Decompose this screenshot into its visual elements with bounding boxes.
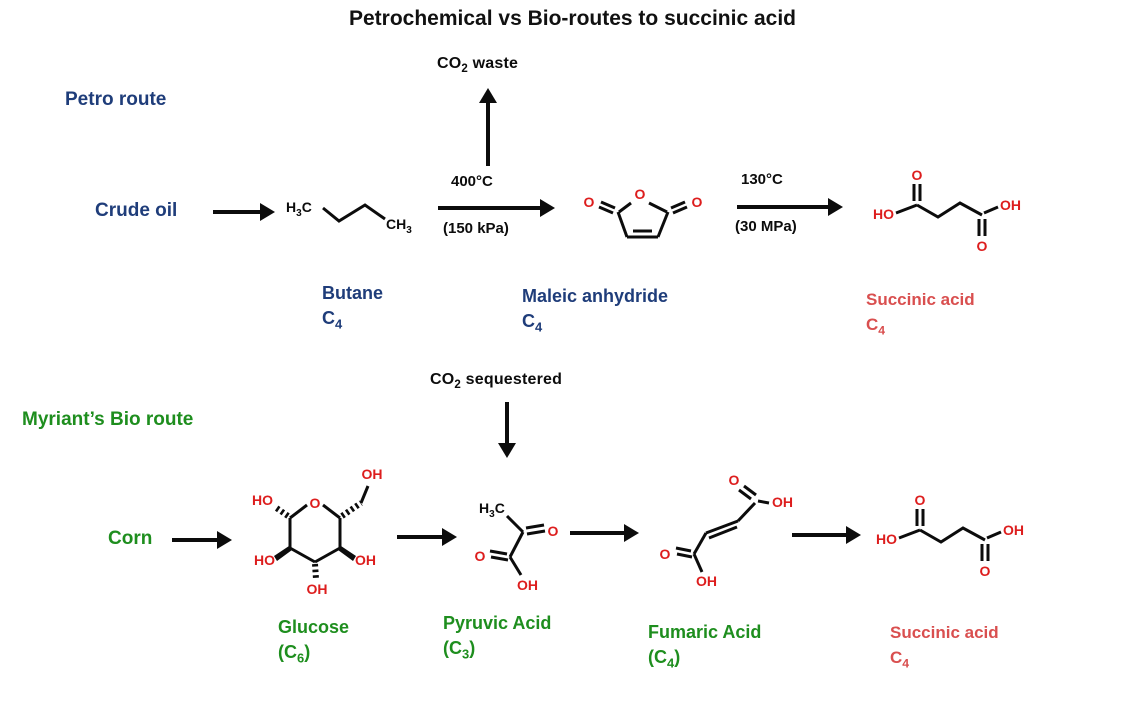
- bonds: [598, 200, 688, 239]
- atom-label-ring-o: O: [310, 495, 321, 511]
- atom-label-oh-bottom: OH: [696, 573, 717, 587]
- atom-label-h3c: H3C: [286, 199, 312, 219]
- atom-label-o-left: O: [660, 546, 671, 562]
- atom-label-oh: OH: [1003, 522, 1024, 538]
- atom-label-ring-o: O: [635, 186, 646, 202]
- step1-temperature: 400°C: [451, 173, 493, 190]
- butane-structure: H3C CH3: [286, 199, 412, 236]
- crude-oil-label: Crude oil: [95, 200, 178, 221]
- pyruvic-acid-label: Pyruvic Acid (C3): [443, 611, 551, 667]
- compound-name: Succinic acid: [866, 290, 975, 309]
- fumaric-acid-label: Fumaric Acid (C4): [648, 620, 761, 676]
- compound-name: Butane: [322, 283, 384, 303]
- step1-arrow: [438, 206, 541, 210]
- bio-route-label: Myriant’s Bio route: [22, 409, 194, 430]
- petro-route-label: Petro route: [65, 89, 167, 110]
- co2-sequestered-label: CO2 sequestered: [430, 371, 563, 392]
- compound-formula: (C4): [648, 647, 681, 671]
- atom-label-o-right: O: [692, 194, 703, 210]
- fumaric-acid-structure: O OH O OH: [660, 472, 793, 587]
- bonds: [322, 203, 386, 223]
- compound-name: Succinic acid: [890, 623, 999, 642]
- atom-label-ho: HO: [876, 531, 897, 547]
- succinic-acid-structure-bio: HO O O OH: [876, 492, 1024, 579]
- atom-label-oh: OH: [1000, 197, 1021, 213]
- atom-label-o-right: O: [548, 523, 559, 539]
- succinic-acid-label-petro: Succinic acid C4: [866, 287, 975, 343]
- bonds: [895, 184, 999, 236]
- atom-label-ch3: CH3: [386, 216, 412, 236]
- atom-label-o-left: O: [475, 548, 486, 564]
- bonds: [273, 485, 370, 580]
- bonds: [489, 514, 546, 576]
- corn-arrow: [172, 538, 218, 542]
- fumaric-to-succinic-arrow: [792, 533, 847, 537]
- atom-label-oh-right: OH: [772, 494, 793, 510]
- compound-name: Maleic anhydride: [522, 286, 669, 306]
- co2-waste-label: CO2 waste: [437, 55, 519, 76]
- compound-name: Glucose: [278, 617, 350, 637]
- compound-name: Fumaric Acid: [648, 622, 762, 642]
- glucose-structure: O HO OH HO OH OH: [252, 466, 383, 597]
- atom-label-h3c: H3C: [479, 500, 505, 520]
- atom-label-o-bottom: O: [980, 563, 991, 579]
- atom-label-ho: HO: [873, 206, 894, 222]
- compound-formula: (C6): [278, 642, 311, 666]
- atom-label-oh-right: OH: [355, 552, 376, 568]
- compound-formula: (C3): [443, 638, 476, 662]
- compound-formula: C4: [322, 308, 343, 332]
- page-title: Petrochemical vs Bio-routes to succinic …: [349, 7, 796, 30]
- corn-label: Corn: [108, 528, 153, 549]
- compound-name: Pyruvic Acid: [443, 613, 552, 633]
- bonds: [898, 509, 1002, 561]
- bonds: [675, 484, 770, 573]
- compound-formula: C4: [890, 648, 910, 671]
- atom-label-o-top: O: [912, 167, 923, 183]
- co2-sequestered-arrow: [505, 402, 509, 444]
- succinic-acid-label-bio: Succinic acid C4: [890, 620, 999, 676]
- atom-label-ho-topleft: HO: [252, 492, 273, 508]
- atom-label-oh: OH: [517, 577, 538, 593]
- atom-label-ho-left: HO: [254, 552, 275, 568]
- crude-oil-arrow: [213, 210, 261, 214]
- step2-pressure: (30 MPa): [735, 218, 797, 235]
- compound-formula: C4: [866, 315, 886, 338]
- glucose-label: Glucose (C6): [278, 615, 349, 671]
- maleic-anhydride-structure: O O O: [584, 186, 703, 239]
- succinic-acid-structure-petro: HO O O OH: [873, 167, 1021, 254]
- co2-waste-arrow: [486, 102, 490, 166]
- butane-label: Butane C4: [322, 281, 383, 337]
- maleic-anhydride-label: Maleic anhydride C4: [522, 284, 668, 340]
- step2-arrow: [737, 205, 829, 209]
- step2-temperature: 130°C: [741, 171, 783, 188]
- pyruvic-acid-structure: H3C O O OH: [475, 500, 559, 593]
- atom-label-oh-topright: OH: [362, 466, 383, 482]
- atom-label-oh-bottom: OH: [307, 581, 328, 597]
- atom-label-o-bottom: O: [977, 238, 988, 254]
- atom-label-o-top: O: [915, 492, 926, 508]
- pyruvic-to-fumaric-arrow: [570, 531, 625, 535]
- compound-formula: C4: [522, 311, 543, 335]
- atom-label-o-left: O: [584, 194, 595, 210]
- glucose-to-pyruvic-arrow: [397, 535, 443, 539]
- atom-label-o-top: O: [729, 472, 740, 488]
- step1-pressure: (150 kPa): [443, 220, 509, 237]
